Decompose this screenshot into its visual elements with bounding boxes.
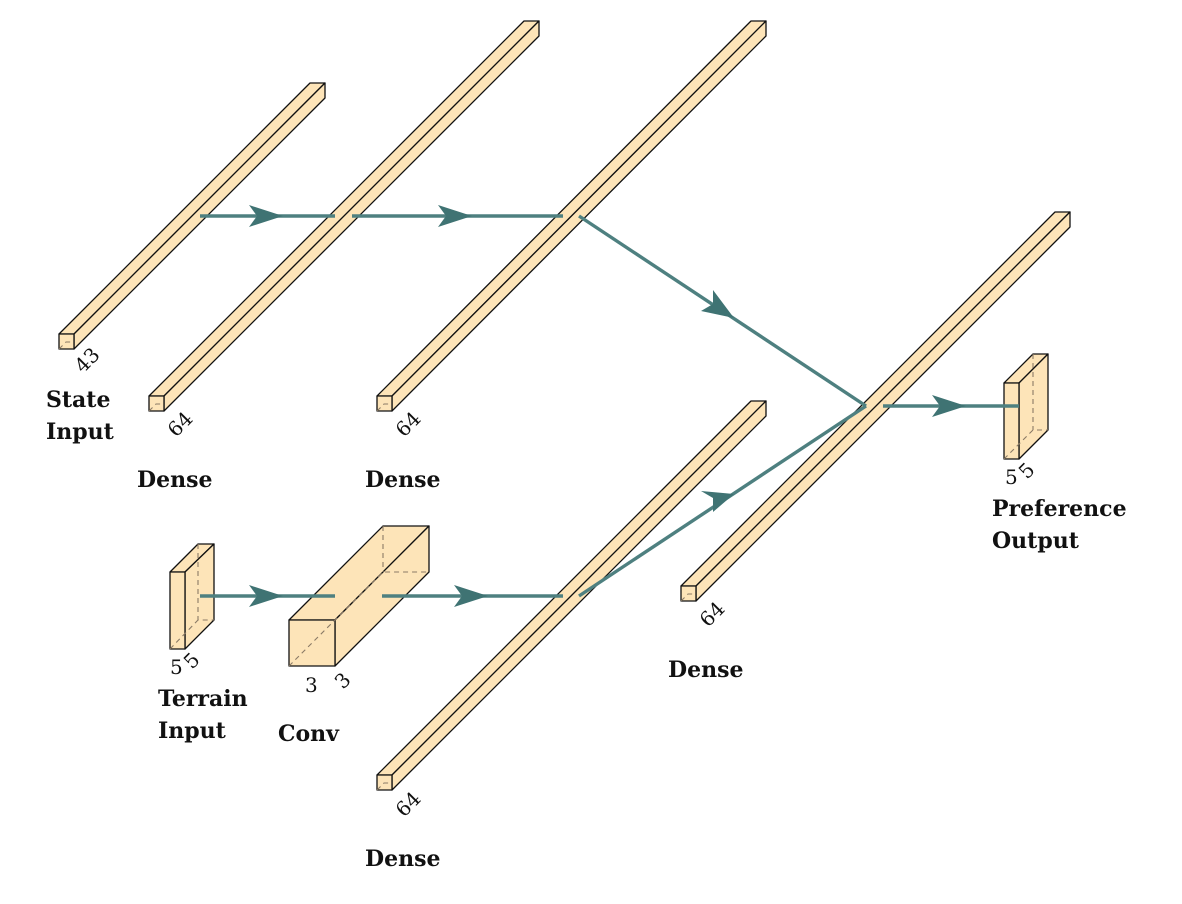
connection-dense3-to-merge <box>578 404 867 598</box>
state-input-block <box>58 82 326 350</box>
state-input-label-line1: State <box>46 387 110 413</box>
preference-output-label-line1: Preference <box>992 496 1127 522</box>
connection-dense2-to-merge <box>578 214 867 408</box>
connection-merge-to-output <box>883 395 1019 417</box>
dense-3-label: Dense <box>365 846 440 872</box>
dense-2-depth-dim: 64 <box>391 407 426 442</box>
dense-1-block <box>148 20 540 412</box>
arrow-icon <box>454 585 488 607</box>
dense-merge-label: Dense <box>668 657 743 683</box>
arrow-icon <box>701 491 734 512</box>
dense-3-depth-dim: 64 <box>391 787 426 822</box>
conv-depth-dim: 3 <box>330 668 356 694</box>
arrow-icon <box>249 205 283 227</box>
terrain-input-label-line1: Terrain <box>158 686 248 712</box>
terrain-input-height-dim: 5 <box>170 655 183 679</box>
preference-output-label-line2: Output <box>992 528 1080 554</box>
connection-dense1-to-dense2 <box>352 205 563 227</box>
conv-width-dim: 3 <box>305 673 318 697</box>
connection-state-to-dense1 <box>200 205 335 227</box>
state-input-label-line2: Input <box>46 419 115 445</box>
dense-merge-depth-dim: 64 <box>695 597 730 632</box>
arrow-icon <box>932 395 966 417</box>
arrow-icon <box>438 205 472 227</box>
terrain-input-label-line2: Input <box>158 718 227 744</box>
preference-output-block <box>1003 353 1049 460</box>
terrain-input-block <box>169 543 215 650</box>
arrow-icon <box>249 585 283 607</box>
connection-conv-to-dense3 <box>382 585 563 607</box>
connection-terrain-to-conv <box>200 585 335 607</box>
dense-1-depth-dim: 64 <box>163 407 198 442</box>
dense-1-label: Dense <box>137 467 212 493</box>
arrow-icon <box>701 290 734 318</box>
preference-output-height-dim: 5 <box>1005 465 1018 489</box>
conv-label: Conv <box>278 721 340 747</box>
dense-2-label: Dense <box>365 467 440 493</box>
